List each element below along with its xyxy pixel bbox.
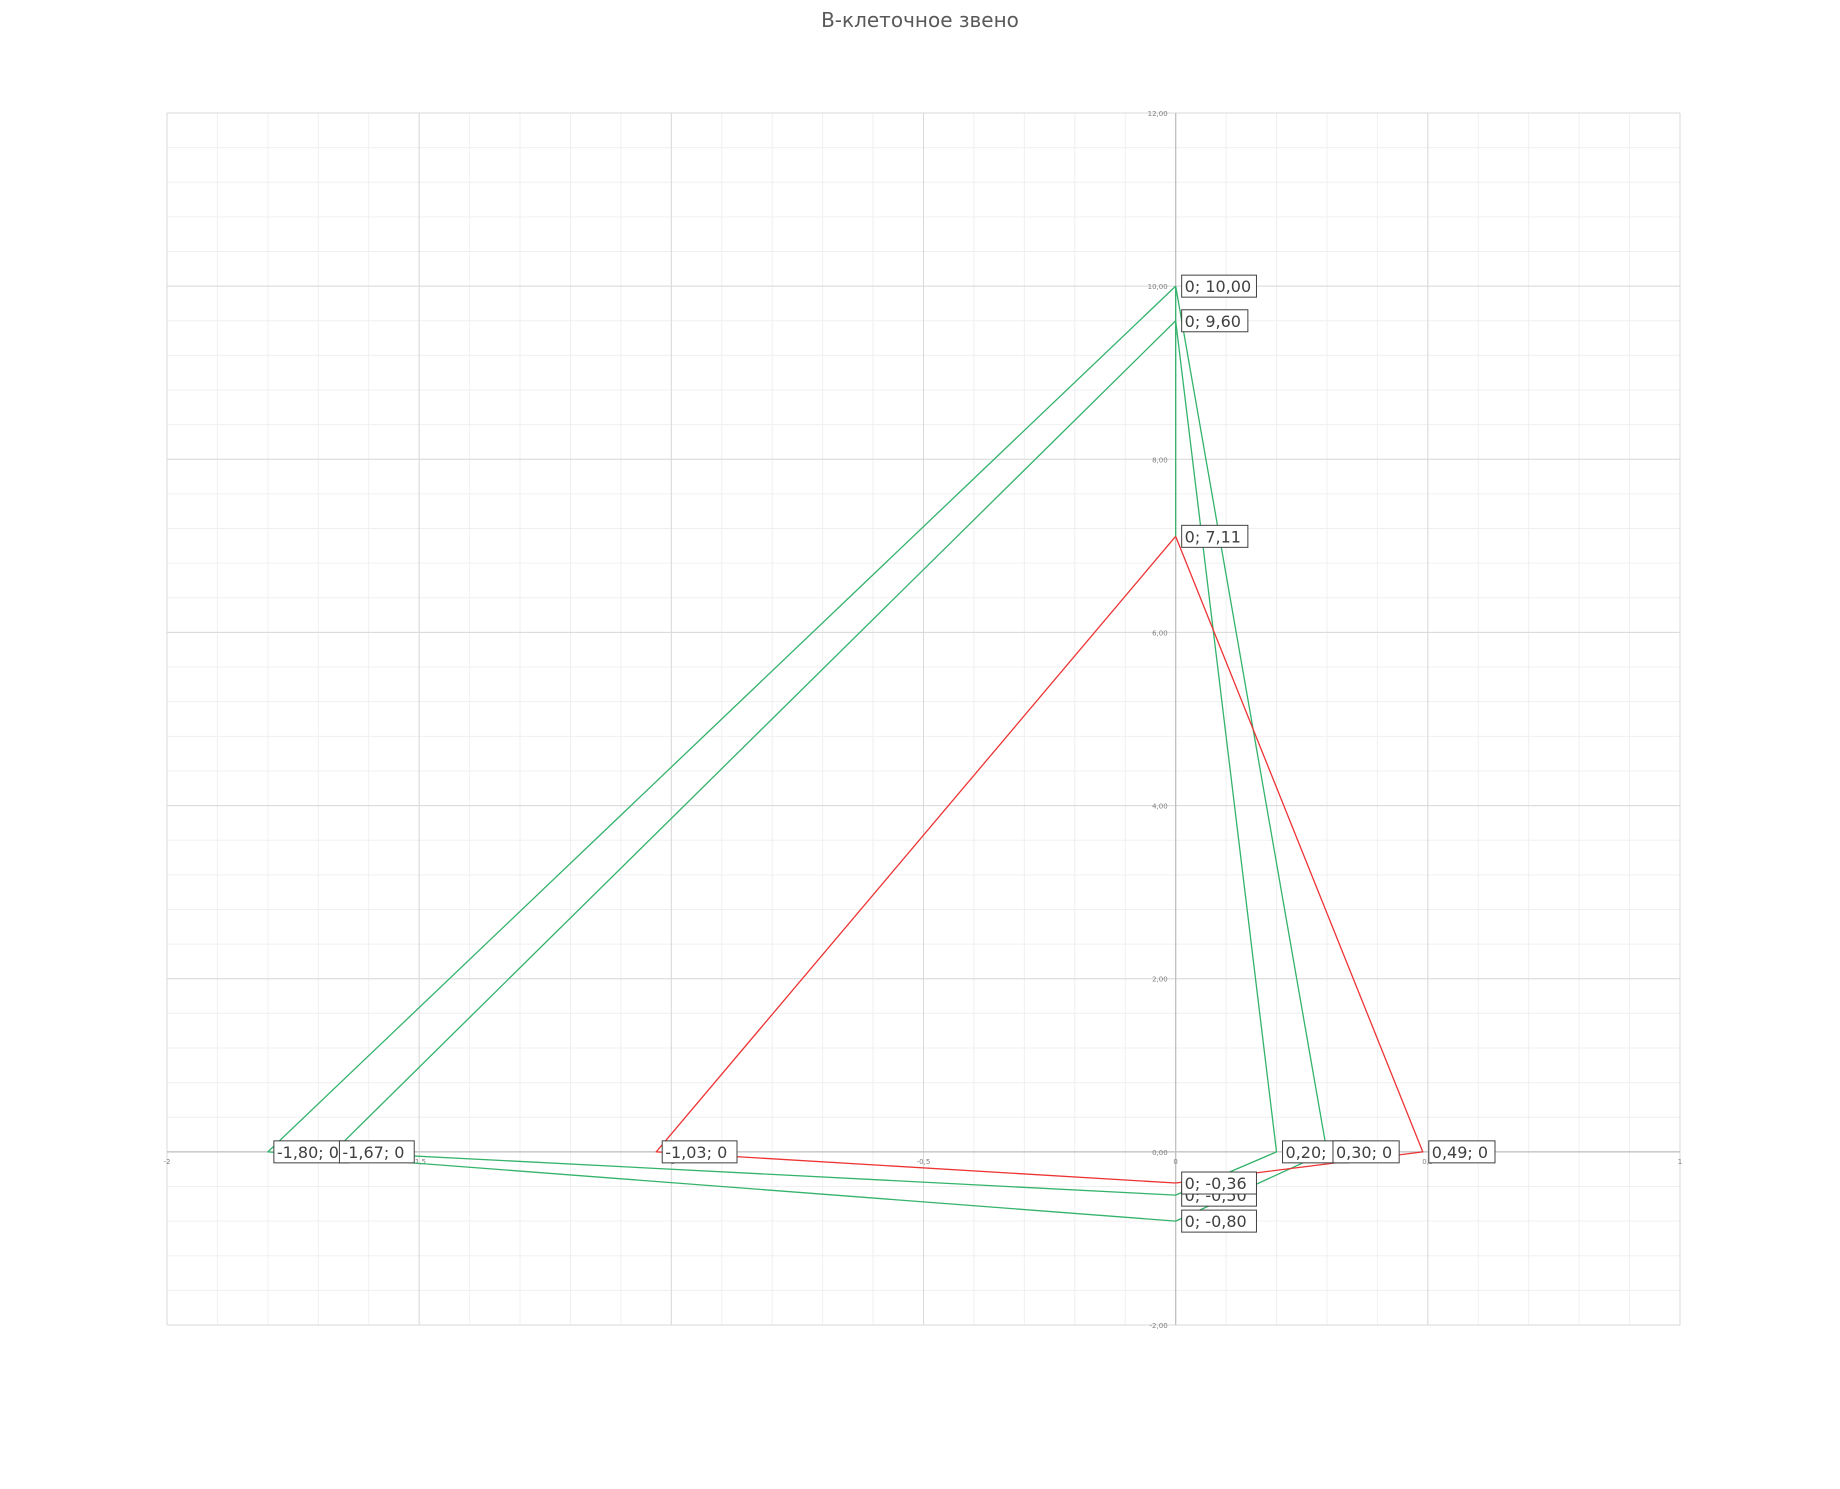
data-label-box bbox=[1428, 1140, 1496, 1164]
data-label-box bbox=[1181, 1171, 1257, 1195]
y-tick-label: 8,00 bbox=[1152, 456, 1168, 464]
y-tick-label: 6,00 bbox=[1152, 629, 1168, 637]
data-label: 0; 10,00 bbox=[1185, 277, 1251, 296]
data-label: -1,67; 0 bbox=[342, 1143, 404, 1162]
data-label: 0; -0,36 bbox=[1185, 1174, 1247, 1193]
series-line-3 bbox=[655, 535, 1424, 1184]
data-label: 0; 7,11 bbox=[1185, 527, 1241, 546]
series-line-2 bbox=[332, 320, 1278, 1196]
x-tick-label: -2 bbox=[164, 1158, 171, 1166]
y-tick-label: 0,00 bbox=[1152, 1149, 1168, 1157]
data-label-box bbox=[1181, 309, 1249, 333]
data-label-box bbox=[1181, 274, 1257, 298]
x-tick-label: 1 bbox=[1678, 1158, 1682, 1166]
data-label: 0,20; 0 bbox=[1286, 1143, 1342, 1162]
y-tick-label: 2,00 bbox=[1152, 976, 1168, 984]
y-tick-label: -2,00 bbox=[1150, 1322, 1168, 1330]
data-label: 0,49; 0 bbox=[1432, 1143, 1488, 1162]
data-label: 0; -0,80 bbox=[1185, 1212, 1247, 1231]
y-tick-label: 4,00 bbox=[1152, 803, 1168, 811]
series-line-1 bbox=[267, 285, 1328, 1222]
x-tick-label: -0,5 bbox=[917, 1158, 931, 1166]
data-label: 0,30; 0 bbox=[1336, 1143, 1392, 1162]
data-label: -1,03; 0 bbox=[665, 1143, 727, 1162]
y-tick-label: 10,00 bbox=[1148, 283, 1168, 291]
x-tick-label: 0 bbox=[1173, 1158, 1177, 1166]
chart-title: B-клеточное звено bbox=[821, 8, 1019, 32]
data-label-box bbox=[661, 1140, 738, 1164]
data-label-box bbox=[338, 1140, 415, 1164]
data-label: 0; 9,60 bbox=[1185, 312, 1241, 331]
data-label-box bbox=[1181, 1209, 1257, 1233]
x-tick-label: -1,5 bbox=[412, 1158, 426, 1166]
x-tick-label: 0,5 bbox=[1422, 1158, 1433, 1166]
data-label-box bbox=[1332, 1140, 1400, 1164]
y-tick-label: 12,00 bbox=[1148, 110, 1168, 118]
data-label: -1,80; 0 bbox=[277, 1143, 339, 1162]
data-label-box bbox=[1181, 524, 1249, 548]
